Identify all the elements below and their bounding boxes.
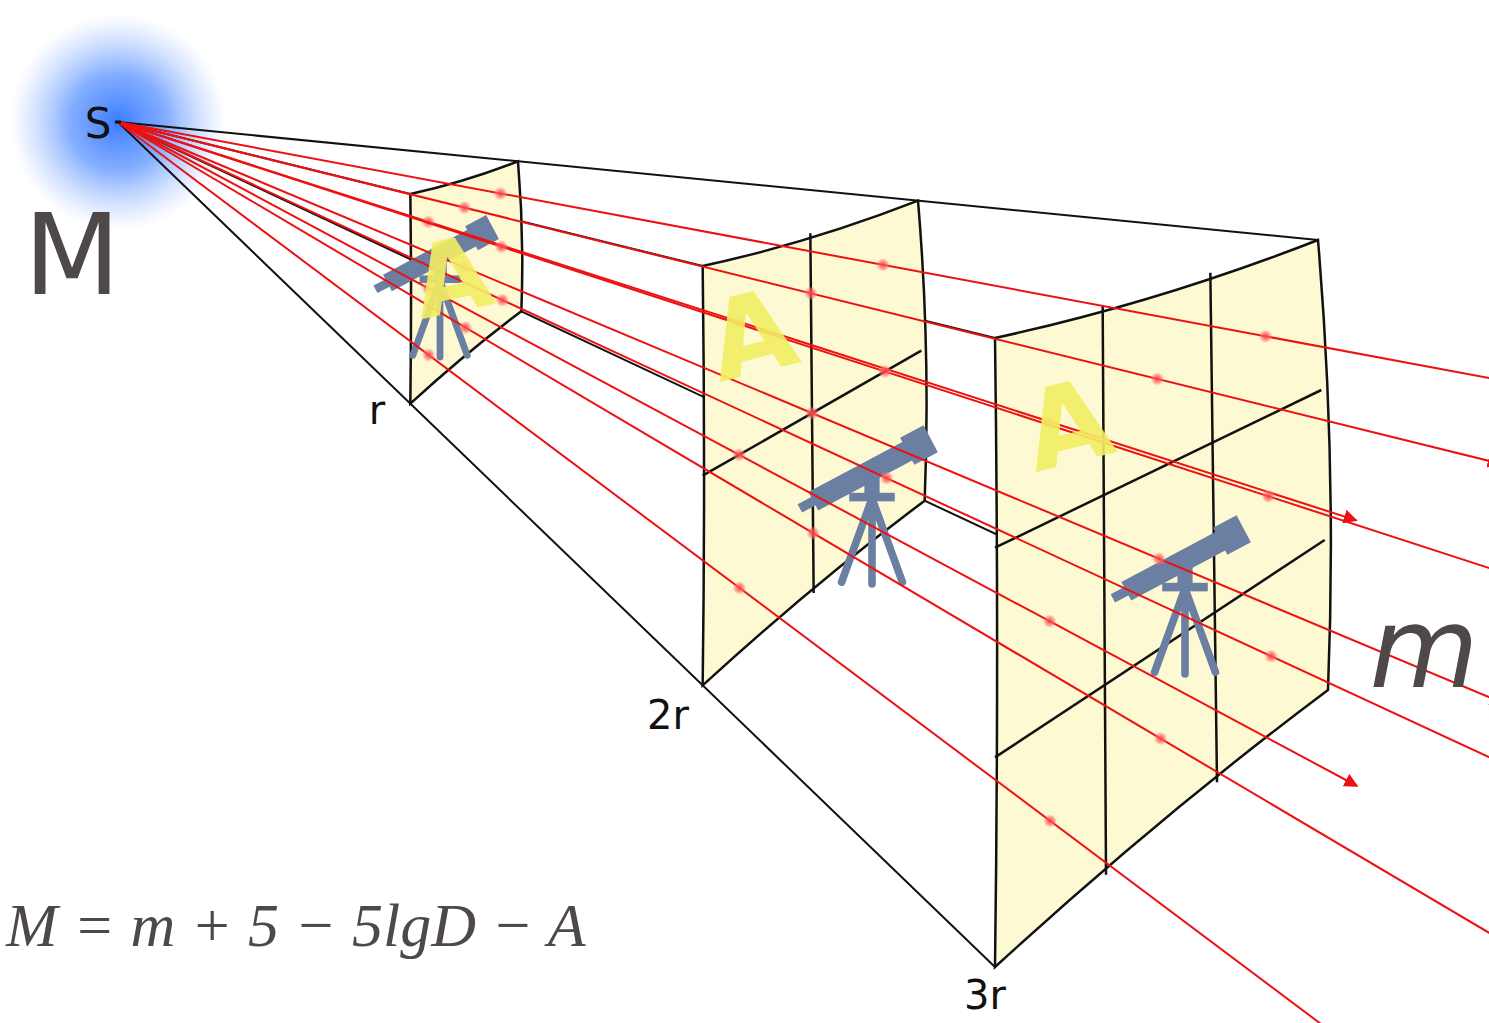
- light-ray: [118, 122, 1489, 407]
- absolute-magnitude-label: M: [24, 199, 121, 311]
- light-ray: [118, 122, 1489, 620]
- light-ray: [118, 122, 1358, 1023]
- ray-hit-dot: [1152, 552, 1166, 566]
- ray-hit-dot: [1043, 614, 1057, 628]
- telescope-icon: [1106, 515, 1251, 674]
- area-panel: [995, 240, 1331, 967]
- ray-hit-dot: [1264, 649, 1278, 663]
- light-ray: [118, 122, 1489, 464]
- light-ray: [118, 122, 1357, 786]
- ray-hit-dot: [494, 186, 508, 200]
- light-ray: [118, 122, 1489, 942]
- telescope-icon: [793, 425, 938, 584]
- ray-hit-dot: [806, 526, 820, 540]
- ray-hit-dot: [495, 293, 509, 307]
- ray-hit-dot: [494, 240, 508, 254]
- source-label: S: [85, 103, 112, 145]
- ray-hit-dot: [876, 258, 890, 272]
- ray-hit-dot: [732, 581, 746, 595]
- flux-geometry: [115, 122, 1489, 1023]
- ray-hit-dot: [1150, 372, 1164, 386]
- ray-hit-dot: [732, 448, 746, 462]
- distance-label: 2r: [647, 695, 689, 735]
- ray-hit-dot: [878, 365, 892, 379]
- area-panel: [703, 201, 927, 686]
- ray-hit-dot: [1043, 814, 1057, 828]
- ray-hit-dot: [422, 348, 436, 362]
- distance-label: r: [369, 390, 385, 430]
- ray-hit-dot: [1154, 732, 1168, 746]
- distance-label: 3r: [964, 975, 1006, 1015]
- panel-grid-line: [1103, 305, 1106, 874]
- light-ray: [118, 122, 1489, 832]
- star-glow: [10, 14, 226, 230]
- ray-hit-dot: [1259, 329, 1273, 343]
- distance-modulus-formula: M = m + 5 − 5lgD − A: [6, 894, 586, 956]
- light-ray: [118, 122, 1489, 703]
- ray-hit-dot: [880, 471, 894, 485]
- frustum-edge: [118, 122, 995, 967]
- apparent-magnitude-label: m: [1369, 592, 1478, 704]
- ray-hit-dot: [1261, 489, 1275, 503]
- ray-hit-dot: [457, 201, 471, 215]
- source-point: [115, 121, 121, 124]
- ray-hit-dot: [805, 406, 819, 420]
- ray-hit-dot: [804, 286, 818, 300]
